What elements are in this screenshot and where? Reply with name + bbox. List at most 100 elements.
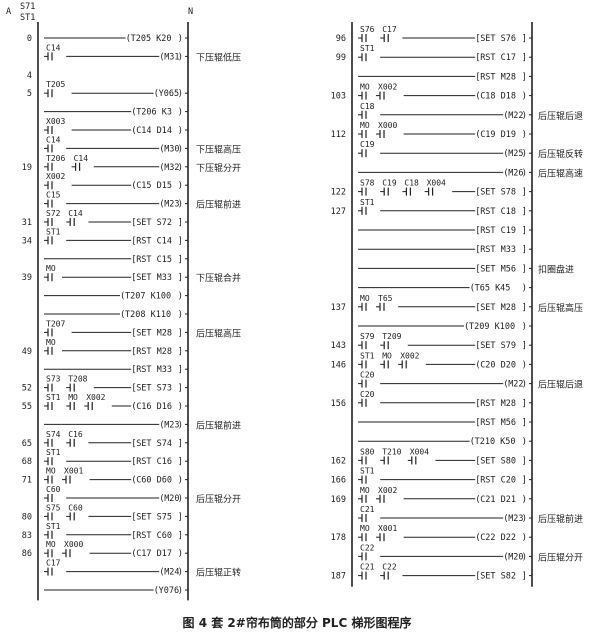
step-number: 4 [27, 71, 32, 81]
coil-label: RST M33 [136, 365, 172, 375]
coil-label: SET S73 [136, 384, 172, 394]
step-number: 80 [22, 512, 32, 522]
coil-label: Y076 [159, 586, 179, 596]
step-number: 146 [331, 360, 346, 370]
coil-label: M24 [164, 568, 179, 578]
contact-label: S78 [360, 179, 375, 188]
coil-bracket: ] [178, 439, 183, 449]
coil-bracket: ) [522, 111, 527, 121]
coil-label: C17 D17 [136, 549, 172, 559]
left-rung: (T208 K110) [44, 310, 188, 320]
coil-bracket: ( [159, 200, 164, 210]
coil-bracket: ( [159, 52, 164, 62]
contact-label: MO [46, 467, 56, 476]
coil-bracket: ) [522, 360, 527, 370]
coil-bracket: ] [522, 34, 527, 44]
coil-label: RST C16 [136, 457, 172, 467]
left-rung: [RST M33] [44, 365, 188, 375]
coil-bracket: ) [178, 52, 183, 62]
rung-comment: 后压辊后退 [538, 110, 583, 122]
coil-label: SET M28 [136, 328, 172, 338]
coil-label: C16 D16 [136, 402, 172, 412]
coil-bracket: ) [178, 89, 183, 99]
rung-comment: 后压辊后退 [538, 379, 583, 391]
coil-bracket: [ [475, 399, 480, 409]
coil-bracket: [ [131, 255, 136, 265]
coil-label: M23 [164, 200, 179, 210]
coil-bracket: ] [522, 341, 527, 351]
coil-bracket: [ [475, 341, 480, 351]
coil-bracket: ) [178, 126, 183, 136]
contact-label: X004 [427, 179, 446, 188]
coil-bracket: ] [522, 53, 527, 63]
coil-bracket: ) [522, 149, 527, 159]
contact-label: X002 [46, 172, 65, 181]
contact-label: C14 [46, 43, 61, 52]
step-number: 103 [331, 92, 346, 102]
coil-label: RST C15 [136, 255, 172, 265]
rung-comment: 后压辊反转 [538, 148, 583, 160]
rung-comment: 后压辊分开 [196, 493, 241, 505]
coil-label: RST M33 [480, 245, 516, 255]
coil-bracket: ) [178, 108, 183, 118]
coil-bracket: ) [178, 200, 183, 210]
contact-label: C21 [360, 563, 375, 572]
rail-label-a: A [6, 7, 11, 17]
coil-bracket: ( [503, 149, 508, 159]
rung-comment: 后压辊前进 [538, 513, 583, 525]
contact-label: C22 [360, 543, 375, 552]
coil-bracket: ) [522, 437, 527, 447]
coil-label: M26 [508, 168, 523, 178]
contact-label: MO [360, 486, 370, 495]
coil-label: RST M56 [480, 418, 516, 428]
coil-label: RST M28 [136, 347, 172, 357]
contact-label: X000 [378, 121, 397, 130]
coil-bracket: [ [475, 303, 480, 313]
coil-label: C19 D19 [480, 130, 516, 140]
coil-bracket: ( [120, 292, 125, 302]
coil-bracket: ( [475, 533, 480, 543]
step-number: 169 [331, 495, 346, 505]
coil-label: M22 [508, 380, 523, 390]
right-rung: [RST M56] [358, 418, 532, 428]
rung-comment: 下压辊合并 [196, 272, 241, 284]
contact-label: ST1 [360, 467, 375, 476]
left-rung: C14(M31)下压辊低压 [44, 43, 241, 63]
rung-comment: 后压辊前进 [196, 199, 241, 211]
coil-bracket: ) [178, 420, 183, 430]
coil-bracket: ] [522, 188, 527, 198]
coil-bracket: ( [131, 126, 136, 136]
contact-label: ST1 [46, 393, 61, 402]
contact-label: S80 [360, 447, 375, 456]
step-number: 166 [331, 476, 346, 486]
step-number: 39 [22, 273, 32, 283]
coil-label: M23 [508, 514, 523, 524]
step-number: 83 [22, 531, 32, 541]
coil-bracket: ( [475, 360, 480, 370]
contact-label: ST1 [360, 198, 375, 207]
coil-bracket: ] [178, 384, 183, 394]
contact-label: C60 [46, 485, 61, 494]
contact-label: C14 [46, 135, 61, 144]
step-number: 99 [336, 53, 346, 63]
coil-bracket: ) [178, 549, 183, 559]
rail-label-st1: ST1 [20, 13, 35, 23]
step-number: 55 [22, 402, 32, 412]
step-number: 187 [331, 572, 346, 582]
left-rung: (T207 K100) [44, 292, 188, 302]
coil-label: RST C19 [480, 226, 516, 236]
coil-bracket: ( [475, 92, 480, 102]
right-rung: C18(M22)后压辊后退 [358, 102, 583, 122]
coil-bracket: ( [131, 476, 136, 486]
coil-label: M31 [164, 52, 179, 62]
coil-label: SET S78 [480, 188, 516, 198]
coil-bracket: ) [178, 34, 183, 44]
contact-label: X000 [64, 540, 83, 549]
coil-label: RST M28 [480, 399, 516, 409]
step-number: 65 [22, 439, 32, 449]
rung-comment: 后压辊分开 [538, 551, 583, 563]
coil-bracket: ) [522, 92, 527, 102]
